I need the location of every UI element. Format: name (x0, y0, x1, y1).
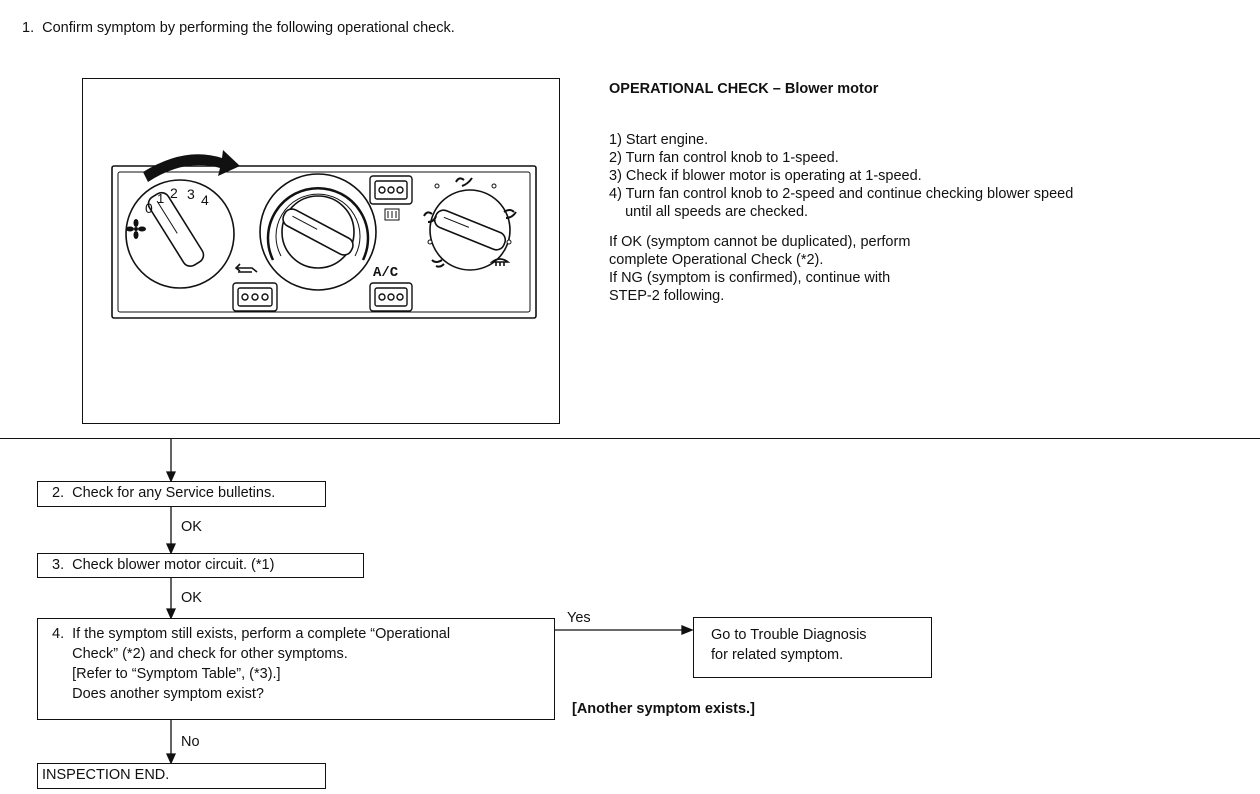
step4-box (37, 618, 555, 720)
step2-text: 2. Check for any Service bulletins. (52, 485, 276, 501)
end-text: INSPECTION END. (42, 767, 170, 783)
operational-check-title: OPERATIONAL CHECK – Blower motor (609, 81, 879, 97)
operational-check-step-3: 3) Check if blower motor is operating at… (609, 168, 922, 184)
fan-speed-2: 2 (170, 185, 178, 201)
operational-check-result-1: If OK (symptom cannot be duplicated), pe… (609, 234, 911, 250)
step1-text: 1. Confirm symptom by performing the fol… (22, 20, 455, 36)
face-vent-icon (455, 177, 473, 187)
step3-text: 3. Check blower motor circuit. (*1) (52, 557, 275, 573)
operational-check-step-1: 1) Start engine. (609, 132, 709, 148)
goto-line-2: for related symptom. (711, 647, 844, 663)
recirculation-icon (234, 263, 258, 273)
operational-check-result-2: complete Operational Check (*2). (609, 252, 824, 268)
operational-check-step-4: 4) Turn fan control knob to 2-speed and … (609, 186, 1074, 202)
step4-line-1: 4. If the symptom still exists, perform … (52, 626, 451, 642)
temperature-control-knob (259, 173, 377, 291)
recirculation-button (369, 175, 413, 205)
rotation-arrow-icon (143, 150, 240, 182)
flowchart-connectors (165, 439, 694, 765)
ok-label-1: OK (181, 519, 202, 535)
step4-line-2: Check” (*2) and check for other symptoms… (52, 646, 348, 662)
mode-position-dots (427, 183, 512, 245)
ac-label: A/C (373, 265, 399, 281)
fan-speed-4: 4 (201, 192, 209, 208)
fan-icon (126, 219, 146, 239)
bi-level-icon (423, 211, 437, 223)
control-panel-illustration (82, 78, 560, 424)
operational-check-result-3: If NG (symptom is confirmed), continue w… (609, 270, 891, 286)
fan-speed-3: 3 (187, 186, 195, 202)
yes-label: Yes (567, 610, 591, 626)
step4-line-4: Does another symptom exist? (52, 686, 264, 702)
bi-level-icon-right (503, 209, 517, 219)
ac-button (369, 282, 413, 312)
goto-line-1: Go to Trouble Diagnosis (711, 627, 867, 643)
operational-check-step-2: 2) Turn fan control knob to 1-speed. (609, 150, 839, 166)
hvac-control-panel (111, 165, 537, 319)
step3-box (37, 553, 364, 578)
another-symptom-note: [Another symptom exists.] (572, 701, 755, 717)
step2-box (37, 481, 326, 507)
mode-control-knob (429, 189, 511, 271)
end-box (37, 763, 326, 789)
fan-speed-1: 1 (157, 191, 165, 206)
fan-control-knob (125, 179, 235, 289)
ok-label-2: OK (181, 590, 202, 606)
rear-defogger-icon (384, 208, 400, 221)
goto-box (693, 617, 932, 678)
foot-vent-icon (431, 259, 445, 268)
no-label: No (181, 734, 200, 750)
fan-speed-0: 0 (145, 200, 153, 216)
step4-line-3: [Refer to “Symptom Table”, (*3).] (52, 666, 281, 682)
operational-check-result-4: STEP-2 following. (609, 288, 725, 304)
defrost-icon (489, 258, 511, 266)
operational-check-step-4-cont: until all speeds are checked. (609, 204, 809, 220)
intake-button (232, 282, 278, 312)
